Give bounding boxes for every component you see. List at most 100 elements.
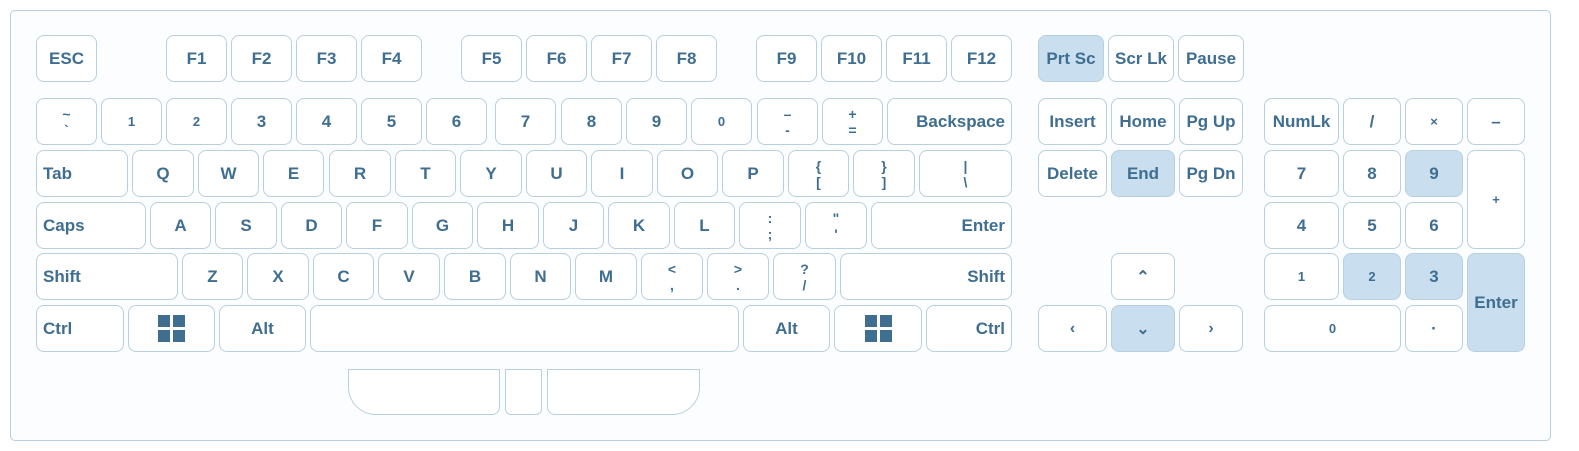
key-equals[interactable]: += xyxy=(822,98,883,145)
key-num-0[interactable]: 0 xyxy=(1264,305,1401,352)
key-tab[interactable]: Tab xyxy=(36,150,128,197)
key-num-9[interactable]: 9 xyxy=(1405,150,1463,197)
key-scroll-lock[interactable]: Scr Lk xyxy=(1108,35,1174,82)
key-f4[interactable]: F4 xyxy=(361,35,422,82)
key-num-slash[interactable]: / xyxy=(1343,98,1401,145)
key-b[interactable]: B xyxy=(444,253,506,300)
key-r[interactable]: R xyxy=(329,150,391,197)
key-f[interactable]: F xyxy=(346,202,408,249)
key-pause[interactable]: Pause xyxy=(1178,35,1244,82)
key-ctrl-right[interactable]: Ctrl xyxy=(926,305,1012,352)
key-o[interactable]: O xyxy=(657,150,718,197)
key-l[interactable]: L xyxy=(674,202,735,249)
key-num-1[interactable]: 1 xyxy=(1264,253,1339,300)
key-space[interactable] xyxy=(310,305,739,352)
key-3[interactable]: 3 xyxy=(231,98,292,145)
key-print-screen[interactable]: Prt Sc xyxy=(1038,35,1104,82)
key-u[interactable]: U xyxy=(526,150,587,197)
key-arrow-down[interactable]: ⌄ xyxy=(1111,305,1175,352)
key-comma[interactable]: <, xyxy=(641,253,703,300)
key-m[interactable]: M xyxy=(575,253,637,300)
key-j[interactable]: J xyxy=(543,202,604,249)
key-shift-left[interactable]: Shift xyxy=(36,253,178,300)
key-quote[interactable]: "' xyxy=(805,202,867,249)
key-shift-right[interactable]: Shift xyxy=(840,253,1012,300)
key-semicolon[interactable]: :; xyxy=(739,202,801,249)
key-period[interactable]: >. xyxy=(707,253,769,300)
key-num-decimal[interactable]: · xyxy=(1405,305,1463,352)
key-arrow-up[interactable]: ⌃ xyxy=(1111,253,1175,300)
key-numlock[interactable]: NumLk xyxy=(1264,98,1339,145)
key-minus[interactable]: –- xyxy=(757,98,818,145)
key-num-7[interactable]: 7 xyxy=(1264,150,1339,197)
key-v[interactable]: V xyxy=(378,253,440,300)
key-home[interactable]: Home xyxy=(1111,98,1175,145)
key-7[interactable]: 7 xyxy=(495,98,556,145)
key-num-enter[interactable]: Enter xyxy=(1467,253,1525,352)
key-f12[interactable]: F12 xyxy=(951,35,1012,82)
key-f10[interactable]: F10 xyxy=(821,35,882,82)
key-8[interactable]: 8 xyxy=(561,98,622,145)
key-slash[interactable]: ?/ xyxy=(773,253,836,300)
key-win-right[interactable] xyxy=(834,305,922,352)
key-z[interactable]: Z xyxy=(182,253,243,300)
key-esc[interactable]: ESC xyxy=(36,35,97,82)
key-n[interactable]: N xyxy=(510,253,571,300)
key-c[interactable]: C xyxy=(313,253,374,300)
key-backspace[interactable]: Backspace xyxy=(887,98,1012,145)
key-win-left[interactable] xyxy=(128,305,215,352)
key-f9[interactable]: F9 xyxy=(756,35,817,82)
key-num-multiply[interactable]: × xyxy=(1405,98,1463,145)
key-6[interactable]: 6 xyxy=(426,98,487,145)
key-x[interactable]: X xyxy=(247,253,309,300)
key-insert[interactable]: Insert xyxy=(1038,98,1107,145)
key-num-3[interactable]: 3 xyxy=(1405,253,1463,300)
key-p[interactable]: P xyxy=(722,150,784,197)
key-caps-lock[interactable]: Caps xyxy=(36,202,146,249)
key-num-4[interactable]: 4 xyxy=(1264,202,1339,249)
key-1[interactable]: 1 xyxy=(101,98,162,145)
key-backslash[interactable]: |\ xyxy=(919,150,1012,197)
key-f6[interactable]: F6 xyxy=(526,35,587,82)
key-end[interactable]: End xyxy=(1111,150,1175,197)
key-num-plus[interactable]: + xyxy=(1467,150,1525,249)
key-f8[interactable]: F8 xyxy=(656,35,717,82)
key-f11[interactable]: F11 xyxy=(886,35,947,82)
key-g[interactable]: G xyxy=(412,202,473,249)
key-4[interactable]: 4 xyxy=(296,98,357,145)
key-q[interactable]: Q xyxy=(132,150,194,197)
key-num-5[interactable]: 5 xyxy=(1343,202,1401,249)
key-right-bracket[interactable]: }] xyxy=(853,150,915,197)
thumb-button-right[interactable] xyxy=(547,369,700,415)
key-page-up[interactable]: Pg Up xyxy=(1179,98,1243,145)
key-page-down[interactable]: Pg Dn xyxy=(1179,150,1243,197)
key-k[interactable]: K xyxy=(608,202,670,249)
key-ctrl-left[interactable]: Ctrl xyxy=(36,305,124,352)
key-alt-right[interactable]: Alt xyxy=(743,305,830,352)
thumb-button-middle[interactable] xyxy=(505,369,542,415)
key-num-8[interactable]: 8 xyxy=(1343,150,1401,197)
key-num-6[interactable]: 6 xyxy=(1405,202,1463,249)
key-w[interactable]: W xyxy=(198,150,259,197)
key-f2[interactable]: F2 xyxy=(231,35,292,82)
key-f3[interactable]: F3 xyxy=(296,35,357,82)
key-e[interactable]: E xyxy=(263,150,324,197)
key-5[interactable]: 5 xyxy=(361,98,422,145)
key-d[interactable]: D xyxy=(281,202,342,249)
key-s[interactable]: S xyxy=(215,202,277,249)
key-t[interactable]: T xyxy=(395,150,456,197)
key-arrow-left[interactable]: ‹ xyxy=(1038,305,1107,352)
thumb-button-left[interactable] xyxy=(348,369,500,415)
key-tilde[interactable]: ~` xyxy=(36,98,97,145)
key-0[interactable]: 0 xyxy=(691,98,752,145)
key-h[interactable]: H xyxy=(477,202,539,249)
key-2[interactable]: 2 xyxy=(166,98,227,145)
key-num-2[interactable]: 2 xyxy=(1343,253,1401,300)
key-num-minus[interactable]: – xyxy=(1467,98,1525,145)
key-9[interactable]: 9 xyxy=(626,98,687,145)
key-f5[interactable]: F5 xyxy=(461,35,522,82)
key-a[interactable]: A xyxy=(150,202,211,249)
key-y[interactable]: Y xyxy=(460,150,522,197)
key-delete[interactable]: Delete xyxy=(1038,150,1107,197)
key-alt-left[interactable]: Alt xyxy=(219,305,306,352)
